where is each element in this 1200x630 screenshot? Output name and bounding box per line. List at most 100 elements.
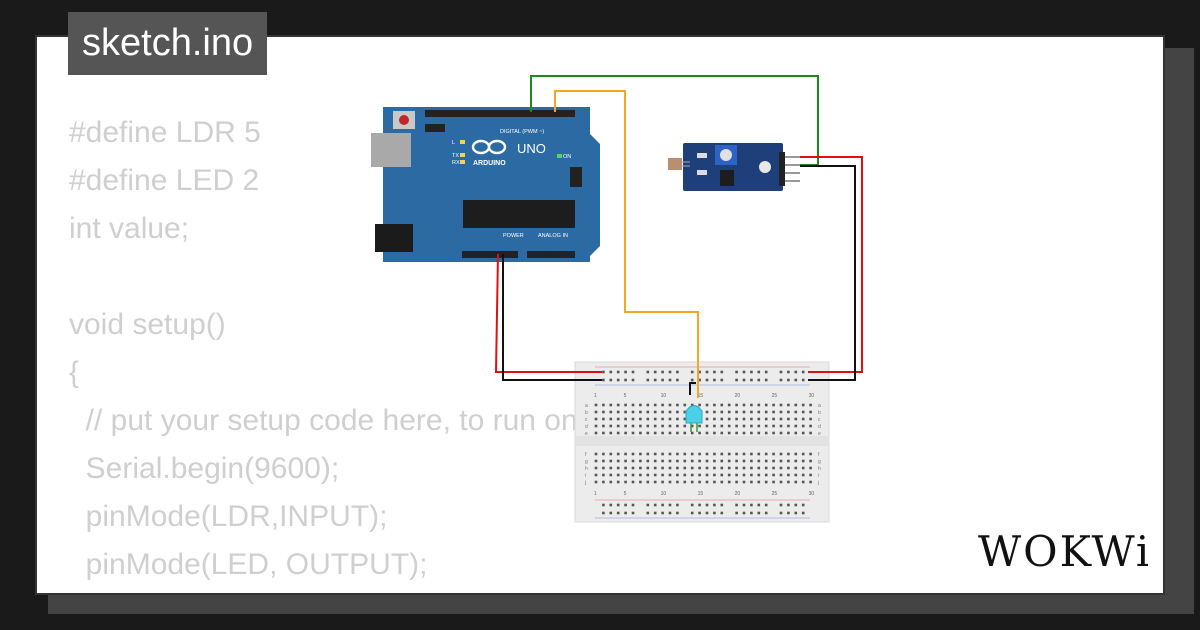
column-number: 15 bbox=[698, 491, 704, 497]
row-letter: b bbox=[818, 410, 821, 416]
led-component[interactable] bbox=[685, 405, 703, 433]
breadboard-hole bbox=[794, 511, 798, 515]
breadboard-hole bbox=[676, 452, 679, 456]
breadboard-hole bbox=[631, 473, 635, 477]
power-jack bbox=[375, 224, 413, 252]
breadboard-hole bbox=[698, 378, 701, 382]
breadboard-hole bbox=[720, 424, 724, 428]
breadboard-hole bbox=[616, 370, 620, 374]
breadboard-hole bbox=[742, 378, 746, 382]
breadboard-hole bbox=[735, 466, 738, 470]
breadboard-hole bbox=[624, 410, 627, 414]
row-letter: a bbox=[585, 403, 588, 409]
breadboard-hole bbox=[735, 424, 738, 428]
breadboard-hole bbox=[646, 473, 650, 477]
breadboard-hole bbox=[668, 480, 672, 484]
breadboard-hole bbox=[602, 452, 605, 456]
breadboard-hole bbox=[624, 459, 627, 463]
breadboard-hole bbox=[772, 473, 775, 477]
breadboard-hole bbox=[809, 417, 812, 421]
breadboard-hole bbox=[787, 370, 790, 374]
wire-orange bbox=[554, 90, 699, 398]
breadboard-hole bbox=[757, 466, 761, 470]
breadboard-hole bbox=[594, 480, 598, 484]
breadboard-hole bbox=[639, 410, 642, 414]
breadboard-hole bbox=[661, 511, 664, 515]
power-header bbox=[462, 251, 518, 258]
breadboard-hole bbox=[757, 370, 761, 374]
row-letter: f bbox=[818, 452, 820, 458]
breadboard-hole bbox=[735, 503, 738, 507]
breadboard-hole bbox=[616, 511, 620, 515]
breadboard-hole bbox=[690, 403, 694, 407]
breadboard-hole bbox=[602, 431, 605, 435]
breadboard-hole bbox=[631, 459, 635, 463]
breadboard-hole bbox=[594, 417, 598, 421]
breadboard-hole bbox=[779, 452, 783, 456]
breadboard-hole bbox=[639, 431, 642, 435]
breadboard-hole bbox=[602, 473, 605, 477]
tx-led-label: TX bbox=[452, 153, 459, 159]
row-letter: g bbox=[585, 459, 588, 465]
breadboard-hole bbox=[764, 480, 768, 484]
breadboard-hole bbox=[668, 403, 672, 407]
breadboard-hole bbox=[676, 403, 679, 407]
breadboard-hole bbox=[794, 378, 798, 382]
breadboard-hole bbox=[713, 378, 716, 382]
breadboard-hole bbox=[750, 403, 753, 407]
breadboard-hole bbox=[639, 452, 642, 456]
digital-header bbox=[425, 110, 575, 117]
breadboard-hole bbox=[779, 431, 783, 435]
analog-label: ANALOG IN bbox=[538, 233, 568, 239]
breadboard-hole bbox=[653, 403, 657, 407]
breadboard-hole bbox=[794, 480, 798, 484]
breadboard-hole bbox=[742, 424, 746, 428]
breadboard-hole bbox=[653, 370, 657, 374]
breadboard-hole bbox=[757, 511, 761, 515]
breadboard-hole bbox=[631, 370, 635, 374]
arduino-uno-board[interactable]: UNO ARDUINO DIGITAL (PWM ~) ON L TX RX P… bbox=[371, 107, 600, 262]
breadboard-hole bbox=[801, 424, 805, 428]
breadboard-hole bbox=[609, 511, 613, 515]
breadboard-hole bbox=[713, 473, 716, 477]
breadboard-hole bbox=[624, 431, 627, 435]
breadboard-hole bbox=[683, 417, 687, 421]
breadboard-hole bbox=[683, 473, 687, 477]
breadboard-hole bbox=[661, 424, 664, 428]
breadboard-hole bbox=[690, 503, 694, 507]
column-number: 25 bbox=[772, 491, 778, 497]
breadboard-hole bbox=[764, 452, 768, 456]
breadboard-hole bbox=[698, 459, 701, 463]
breadboard-hole bbox=[676, 417, 679, 421]
breadboard-hole bbox=[594, 459, 598, 463]
breadboard-hole bbox=[750, 511, 753, 515]
breadboard-hole bbox=[705, 431, 709, 435]
breadboard-hole bbox=[779, 410, 783, 414]
breadboard-hole bbox=[653, 378, 657, 382]
breadboard-hole bbox=[794, 503, 798, 507]
breadboard-hole bbox=[720, 459, 724, 463]
breadboard-hole bbox=[616, 452, 620, 456]
breadboard-hole bbox=[646, 417, 650, 421]
breadboard-hole bbox=[787, 459, 790, 463]
breadboard-hole bbox=[616, 480, 620, 484]
breadboard-hole bbox=[720, 473, 724, 477]
breadboard-hole bbox=[602, 511, 605, 515]
breadboard-hole bbox=[639, 480, 642, 484]
file-tab[interactable]: sketch.ino bbox=[68, 12, 268, 75]
breadboard-hole bbox=[713, 403, 716, 407]
ldr-sensor-module[interactable] bbox=[668, 143, 800, 191]
column-number: 20 bbox=[735, 491, 741, 497]
breadboard-hole bbox=[653, 473, 657, 477]
breadboard-hole bbox=[705, 459, 709, 463]
breadboard-hole bbox=[787, 403, 790, 407]
breadboard-hole bbox=[794, 410, 798, 414]
breadboard-hole bbox=[801, 378, 805, 382]
breadboard-hole bbox=[764, 424, 768, 428]
breadboard-hole bbox=[676, 370, 679, 374]
breadboard-hole bbox=[609, 403, 613, 407]
breadboard-hole bbox=[787, 466, 790, 470]
breadboard-hole bbox=[616, 459, 620, 463]
